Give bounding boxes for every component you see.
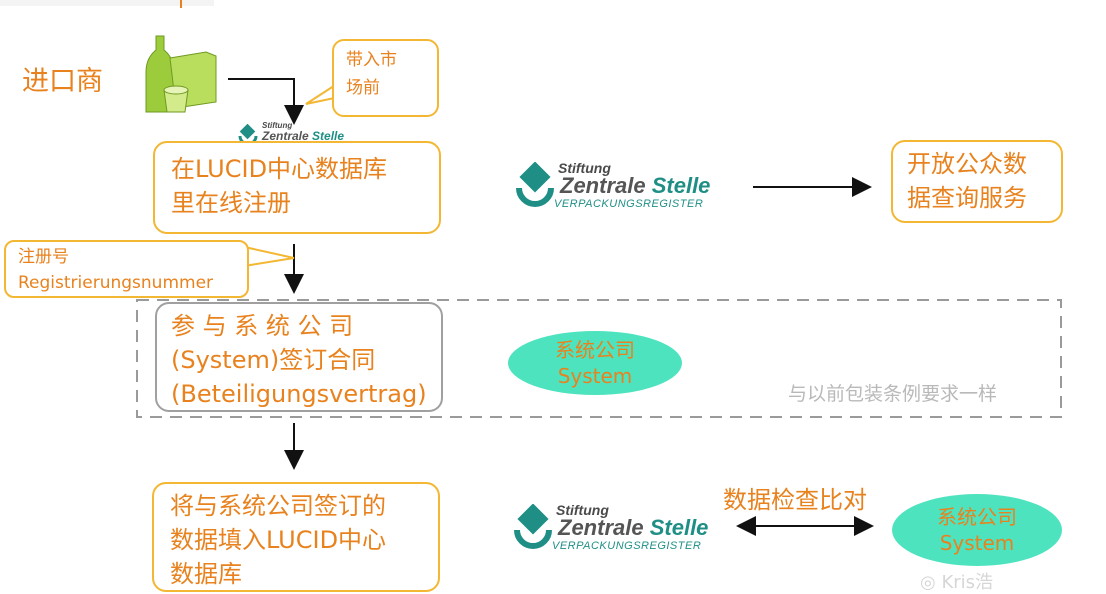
watermark-icon: ◎ [920,572,936,593]
logo-middle-zentrale-stelle: Zentrale Stelle [560,173,710,199]
logo-bottom-register: VERPACKUNGSREGISTER [552,540,702,552]
logo-middle-zentrale: Zentrale [560,173,646,198]
logo-bottom-zentrale: Zentrale [558,515,644,540]
contract-line1: 参 与 系 统 公 司 [171,312,354,340]
top-rule-mark [180,0,182,8]
fill-data-line3: 数据库 [170,560,242,588]
logo-small-stiftung: Stiftung [262,121,293,130]
fill-data-box: 将与系统公司签订的 数据填入LUCID中心 数据库 [152,482,440,592]
callout-reg-number-line2: Registrierungsnummer [18,273,214,293]
system-ellipse-1: 系统公司 System [508,331,682,395]
importer-label: 进口商 [22,66,103,97]
public-service-line2: 据查询服务 [907,184,1027,212]
logo-mark-icon [516,162,554,207]
logo-middle-register: VERPACKUNGSREGISTER [554,198,704,210]
logo-middle-stelle: Stelle [651,173,711,198]
logo-bottom-zentrale-stelle: Zentrale Stelle [558,515,708,541]
register-line1: 在LUCID中心数据库 [171,155,388,183]
logo-small-zentrale: Zentrale [262,129,309,143]
contract-line3: (Beteiligungsvertrag) [171,380,427,408]
logo-mark-icon [514,504,552,549]
top-rule [0,0,214,6]
logo-small-stelle: Stelle [312,129,345,143]
system-ellipse-1-cn: 系统公司 [555,338,635,362]
system-ellipse-2-cn: 系统公司 [937,505,1017,529]
register-line2: 里在线注册 [171,189,291,217]
logo-small-zentrale-stelle: Zentrale Stelle [262,129,344,143]
callout-before-market: 带入市 场前 [332,39,439,117]
importer-connector [228,78,304,125]
callout-reg-number: 注册号 Registrierungsnummer [4,240,249,298]
fill-data-line1: 将与系统公司签订的 [170,492,386,520]
data-check-label: 数据检查比对 [723,486,867,514]
same-as-before-dashed-area [136,299,1062,418]
public-service-line1: 开放公众数 [907,150,1027,178]
logo-bottom-stelle: Stelle [649,515,709,540]
watermark: ◎ Kris浩 [920,568,993,594]
callout-before-market-line2: 场前 [346,78,380,98]
logo-middle-stiftung: Stiftung [558,160,611,176]
same-as-before-label: 与以前包装条例要求一样 [788,383,998,405]
callout-reg-number-line1: 注册号 [18,247,69,267]
register-box: 在LUCID中心数据库 里在线注册 [153,141,441,234]
packaging-bottles-icon [145,35,217,113]
callout-reg-number-pointer [239,245,295,267]
system-ellipse-1-en: System [557,364,633,388]
system-ellipse-2: 系统公司 System [892,494,1062,566]
logo-bottom-stiftung: Stiftung [556,502,609,518]
watermark-text: Kris浩 [941,572,994,593]
public-service-box: 开放公众数 据查询服务 [891,140,1063,223]
system-ellipse-2-en: System [939,531,1015,555]
contract-box: 参 与 系 统 公 司 (System)签订合同 (Beteiligungsve… [155,302,443,412]
zentrale-stelle-logo-bottom: Stiftung Zentrale Stelle VERPACKUNGSREGI… [510,502,730,556]
callout-before-market-line1: 带入市 [346,50,397,70]
fill-data-line2: 数据填入LUCID中心 [170,526,387,554]
zentrale-stelle-logo-middle: Stiftung Zentrale Stelle VERPACKUNGSREGI… [512,160,732,214]
contract-line2: (System)签订合同 [171,346,376,374]
